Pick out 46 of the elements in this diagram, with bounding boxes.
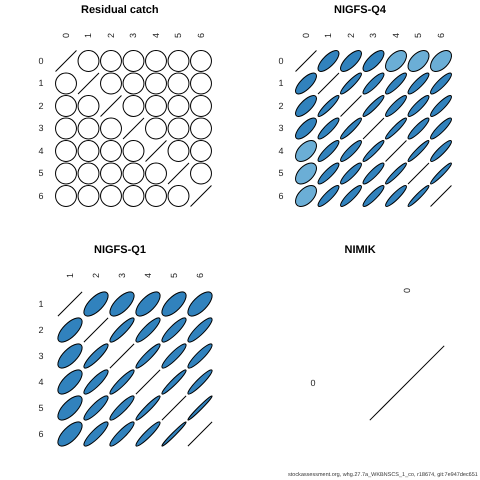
column-label: 5 bbox=[170, 272, 178, 278]
row-label: 1 bbox=[278, 79, 284, 88]
column-label: 6 bbox=[196, 272, 204, 278]
column-label: 4 bbox=[144, 272, 152, 278]
row-label: 5 bbox=[38, 169, 44, 178]
row-label: 1 bbox=[38, 300, 44, 308]
column-label: 1 bbox=[84, 32, 93, 38]
row-label: 2 bbox=[38, 102, 44, 110]
column-label: 4 bbox=[152, 32, 160, 38]
row-label: 6 bbox=[278, 192, 284, 200]
row-label: 3 bbox=[38, 124, 44, 133]
row-label: 0 bbox=[310, 378, 316, 388]
column-label: 3 bbox=[129, 32, 138, 38]
column-label: 1 bbox=[324, 32, 333, 38]
column-label: 5 bbox=[414, 32, 423, 38]
row-label: 6 bbox=[38, 430, 44, 438]
row-label: 4 bbox=[38, 378, 44, 386]
column-label: 3 bbox=[369, 32, 378, 38]
panel-title: Residual catch bbox=[81, 4, 159, 16]
row-label: 0 bbox=[38, 56, 44, 66]
column-label: 5 bbox=[174, 32, 183, 38]
row-label: 2 bbox=[278, 102, 284, 110]
column-label: 0 bbox=[302, 32, 310, 38]
row-label: 2 bbox=[38, 326, 44, 334]
column-label: 3 bbox=[118, 272, 126, 278]
panel-title: NIMIK bbox=[344, 244, 376, 256]
row-label: 0 bbox=[278, 56, 284, 66]
column-label: 6 bbox=[436, 32, 446, 38]
row-label: 1 bbox=[38, 79, 44, 88]
column-label: 6 bbox=[196, 32, 206, 38]
row-label: 5 bbox=[38, 404, 44, 412]
column-label: 4 bbox=[392, 32, 400, 38]
column-label: 2 bbox=[92, 272, 100, 278]
panel-title: NIGFS-Q1 bbox=[94, 244, 146, 256]
row-label: 5 bbox=[278, 169, 284, 178]
row-label: 3 bbox=[38, 352, 44, 360]
row-label: 3 bbox=[278, 124, 284, 133]
column-label: 0 bbox=[62, 32, 70, 38]
column-label: 2 bbox=[346, 32, 356, 38]
row-label: 4 bbox=[38, 146, 44, 156]
row-label: 6 bbox=[38, 192, 44, 200]
column-label: 1 bbox=[66, 272, 74, 278]
row-label: 4 bbox=[278, 146, 284, 156]
column-label: 2 bbox=[106, 32, 116, 38]
column-label: 0 bbox=[402, 288, 412, 292]
panel-title: NIGFS-Q4 bbox=[334, 4, 386, 16]
